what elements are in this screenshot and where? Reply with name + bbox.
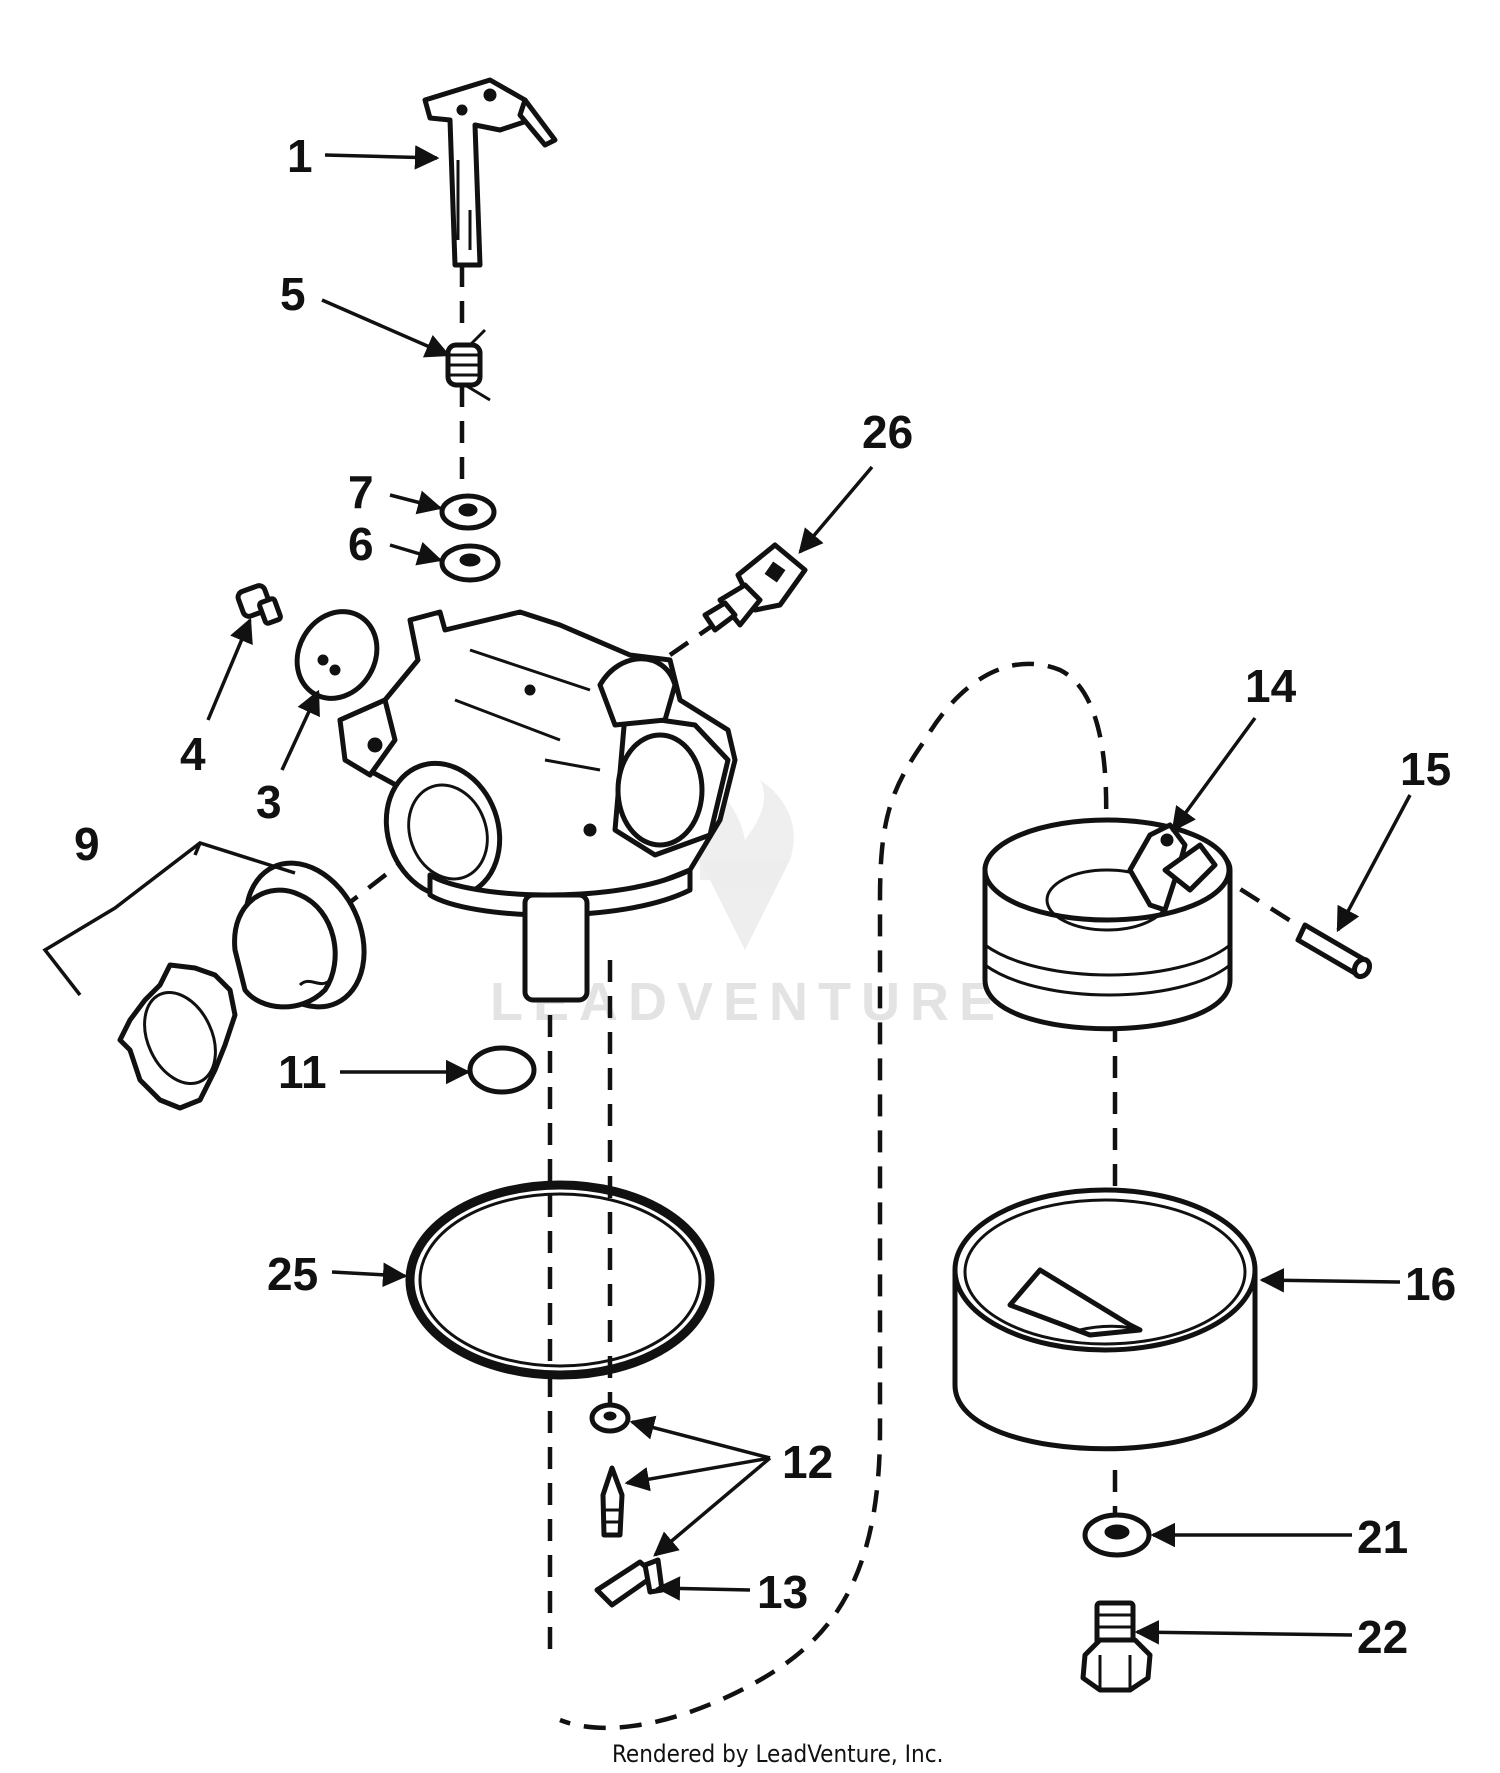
part-5-spring <box>445 328 491 402</box>
callout-7: 7 <box>348 466 374 518</box>
part-4-screw <box>235 583 283 626</box>
part-9-primer-bulb <box>232 860 367 1010</box>
part-14-float <box>982 817 1233 1032</box>
footer-credit: Rendered by LeadVenture, Inc. <box>612 1740 943 1768</box>
part-13-clip <box>594 1557 665 1608</box>
callout-26: 26 <box>862 406 913 458</box>
callout-11: 11 <box>278 1046 327 1098</box>
leader-lines <box>42 145 1412 1645</box>
callout-labels: 1 5 26 7 6 4 3 9 14 15 11 25 16 12 13 21… <box>74 130 1456 1663</box>
callout-9: 9 <box>74 818 100 870</box>
part-7-seal <box>439 493 497 531</box>
part-1-throttle-shaft <box>422 77 558 268</box>
part-26-fitting <box>702 542 808 633</box>
part-21-washer <box>1082 1512 1152 1558</box>
callout-21: 21 <box>1357 1511 1408 1563</box>
part-16-float-bowl <box>952 1187 1258 1452</box>
callout-6: 6 <box>348 518 374 570</box>
callout-5: 5 <box>280 268 306 320</box>
part-12-needle <box>600 1465 625 1538</box>
part-12-needle-seat <box>589 1402 631 1434</box>
part-6-seal <box>439 543 501 583</box>
callout-12: 12 <box>782 1436 833 1488</box>
callout-4: 4 <box>180 728 206 780</box>
part-22-bolt <box>1080 1600 1153 1693</box>
part-3-throttle-plate <box>294 609 380 701</box>
callout-16: 16 <box>1405 1258 1456 1310</box>
callout-3: 3 <box>256 776 282 828</box>
part-15-pin <box>1295 922 1373 980</box>
part-11-plug <box>467 1045 537 1095</box>
part-9-retainer-ring <box>117 962 238 1111</box>
callout-14: 14 <box>1245 660 1297 712</box>
callout-22: 22 <box>1357 1611 1408 1663</box>
callout-25: 25 <box>267 1248 318 1300</box>
carburetor-body <box>337 609 738 1003</box>
callout-1: 1 <box>287 130 313 182</box>
part-25-gasket <box>405 1180 715 1380</box>
callout-13: 13 <box>757 1566 808 1618</box>
callout-15: 15 <box>1400 743 1451 795</box>
